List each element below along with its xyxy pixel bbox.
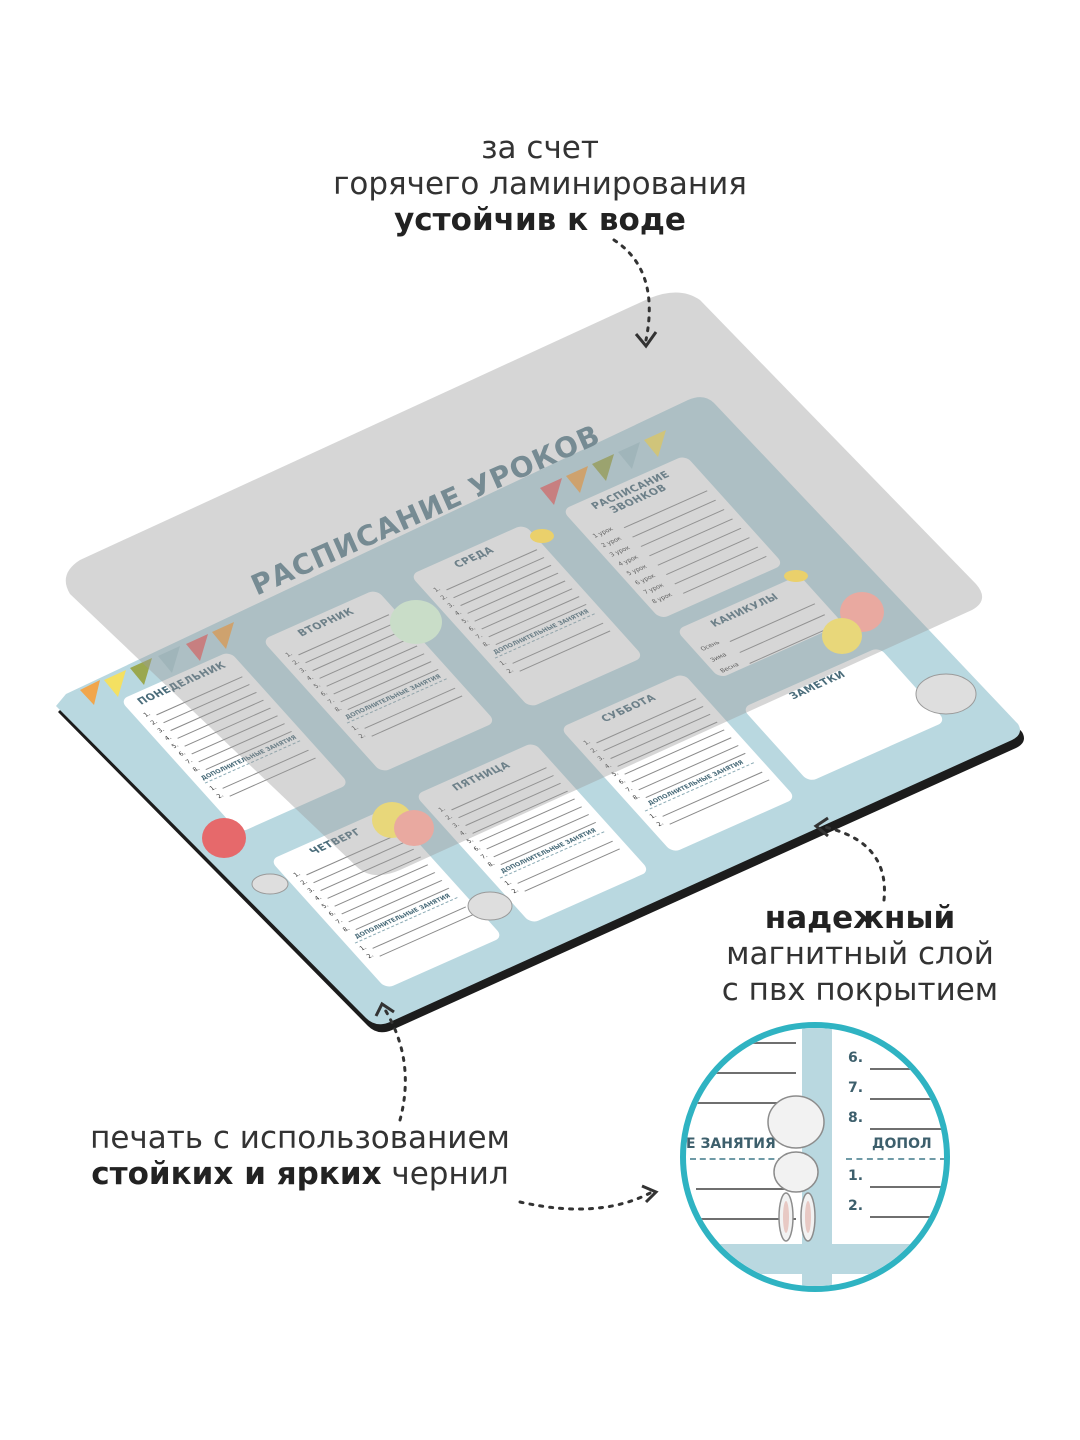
zoom-detail-circle: 6. 7. 8. Е ЗАНЯТИЯ ДОПОЛ 1. 2. [680,1022,950,1292]
zoom-line [870,1186,944,1188]
arrow-right [818,824,886,902]
zoom-number: 7. [848,1080,864,1096]
zoom-line [870,1128,944,1130]
balloons-decoration [202,592,884,858]
caption-line: печать с использованием [90,1120,510,1156]
zoom-number: 2. [848,1198,864,1214]
zoom-line [870,1216,944,1218]
zoom-number: 6. [848,1050,864,1066]
bunny-decoration [251,673,977,921]
zoom-dash [846,1158,944,1160]
zoom-line [696,1102,796,1104]
zoom-line [696,1072,796,1074]
arrow-zoom [518,1190,654,1211]
caption-bold: стойких и ярких [91,1156,382,1192]
caption-line: с пвх покрытием [721,972,999,1008]
caption-bold: надежный [764,900,956,936]
caption-print: печать с использованием стойких и ярких … [40,1120,560,1192]
caption-magnetic: надежный магнитный слой с пвх покрытием [690,900,1030,1008]
zoom-line [696,1042,796,1044]
zoom-divider-horizontal [686,1244,944,1274]
zoom-number: 8. [848,1110,864,1126]
zoom-number: 1. [848,1168,864,1184]
zoom-line [696,1218,796,1220]
caption-line: магнитный слой [726,936,994,972]
zoom-line [870,1068,944,1070]
zoom-dash [690,1158,794,1160]
caption-line: за счет [481,130,599,166]
zoom-left-label: Е ЗАНЯТИЯ [686,1136,776,1152]
arrow-bottom [382,1006,407,1122]
bird-decoration [530,529,808,582]
caption-bold: устойчив к воде [394,202,686,238]
bunting-flags [80,430,666,705]
zoom-right-label: ДОПОЛ [872,1136,932,1152]
zoom-line [696,1188,796,1190]
arrow-top [612,238,651,342]
caption-lamination: за счет горячего ламинирования устойчив … [0,130,1080,238]
bunny-zoom-icon [767,1095,825,1242]
caption-line: чернил [381,1156,509,1192]
zoom-line [870,1098,944,1100]
caption-line: горячего ламинирования [333,166,747,202]
